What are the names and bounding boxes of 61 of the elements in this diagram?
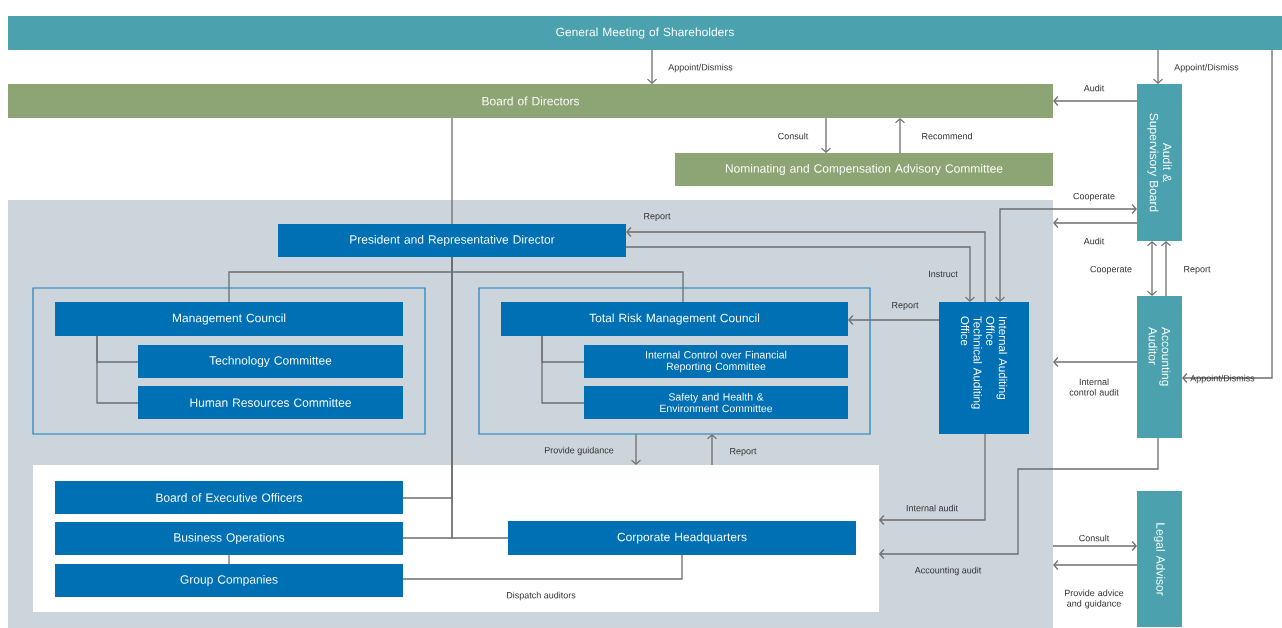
council-group-frame: [478, 287, 871, 435]
edge-label: Report: [892, 301, 919, 310]
edge-label: Accounting audit: [914, 566, 982, 576]
council-box: Management Council: [55, 302, 403, 336]
committee-box: Internal Control over Financial Reporting Committee: [584, 345, 848, 378]
edge-label: Report: [1184, 265, 1211, 274]
edge-label: Report: [644, 212, 671, 221]
board-box: Audit & Supervisory Board: [1137, 84, 1182, 241]
edge-label: Provide advice and guidance: [1065, 589, 1124, 609]
edge-label: Internal control audit: [1069, 378, 1119, 396]
companies-box: Group Companies: [55, 564, 403, 597]
edge-label: Recommend: [922, 132, 972, 140]
edge-label: Instruct: [929, 270, 958, 278]
committee-box: Nominating and Compensation Advisory Committee: [675, 153, 1053, 186]
council-box: Total Risk Management Council: [501, 302, 848, 336]
edge-label: Dispatch auditors: [507, 591, 576, 601]
edge-label: Audit: [1083, 237, 1105, 245]
audit-office-box: Internal Auditing Office Technical Auditing Office: [939, 302, 1029, 434]
officers-box: Board of Executive Officers: [55, 481, 403, 514]
edge-label: Appoint/Dismiss: [668, 63, 733, 73]
edge-label: Appoint/Dismiss: [1190, 374, 1255, 384]
edge-label: Consult: [1079, 534, 1110, 542]
board-bar: Board of Directors: [8, 84, 1053, 118]
arrow: [630, 433, 642, 465]
arrow: [879, 433, 986, 526]
arrow: [894, 118, 906, 154]
arrow: [1146, 241, 1158, 296]
arrow: [1053, 217, 1138, 229]
general-meeting-bar: General Meeting of Shareholders: [8, 16, 1282, 50]
edge-label: Internal audit: [906, 504, 958, 512]
arrow: [1160, 241, 1172, 297]
headquarters-box: Corporate Headquarters: [508, 521, 856, 555]
arrow: [626, 226, 986, 303]
arrow: [1053, 356, 1138, 368]
committee-box: Human Resources Committee: [138, 386, 403, 419]
arrow: [994, 203, 1137, 302]
arrow: [1052, 540, 1137, 552]
edge-label: Audit: [1083, 84, 1105, 92]
committee-box: Technology Committee: [138, 345, 403, 378]
operations-box: Business Operations: [55, 522, 403, 555]
edge-label: Report: [730, 447, 757, 456]
arrow: [646, 49, 658, 84]
arrow: [879, 437, 1159, 560]
arrow: [706, 434, 718, 466]
arrow: [625, 246, 976, 302]
edge-label: Provide guidance: [544, 446, 614, 456]
arrow: [820, 117, 832, 153]
arrow: [1152, 49, 1164, 84]
president-box: President and Representative Director: [278, 224, 626, 257]
edge-label: Cooperate: [1073, 192, 1115, 202]
advisor-box: Legal Advisor: [1137, 491, 1182, 627]
arrow: [1053, 95, 1138, 107]
edge-label: Cooperate: [1090, 265, 1132, 275]
arrow: [848, 314, 940, 326]
arrow: [1182, 49, 1273, 384]
council-group-frame: [32, 287, 426, 435]
edge-label: Appoint/Dismiss: [1174, 63, 1239, 73]
auditor-box: Accounting Auditor: [1137, 296, 1182, 438]
arrow: [1053, 559, 1138, 571]
edge-label: Consult: [778, 132, 809, 140]
committee-box: Safety and Health & Environment Committee: [584, 386, 848, 419]
